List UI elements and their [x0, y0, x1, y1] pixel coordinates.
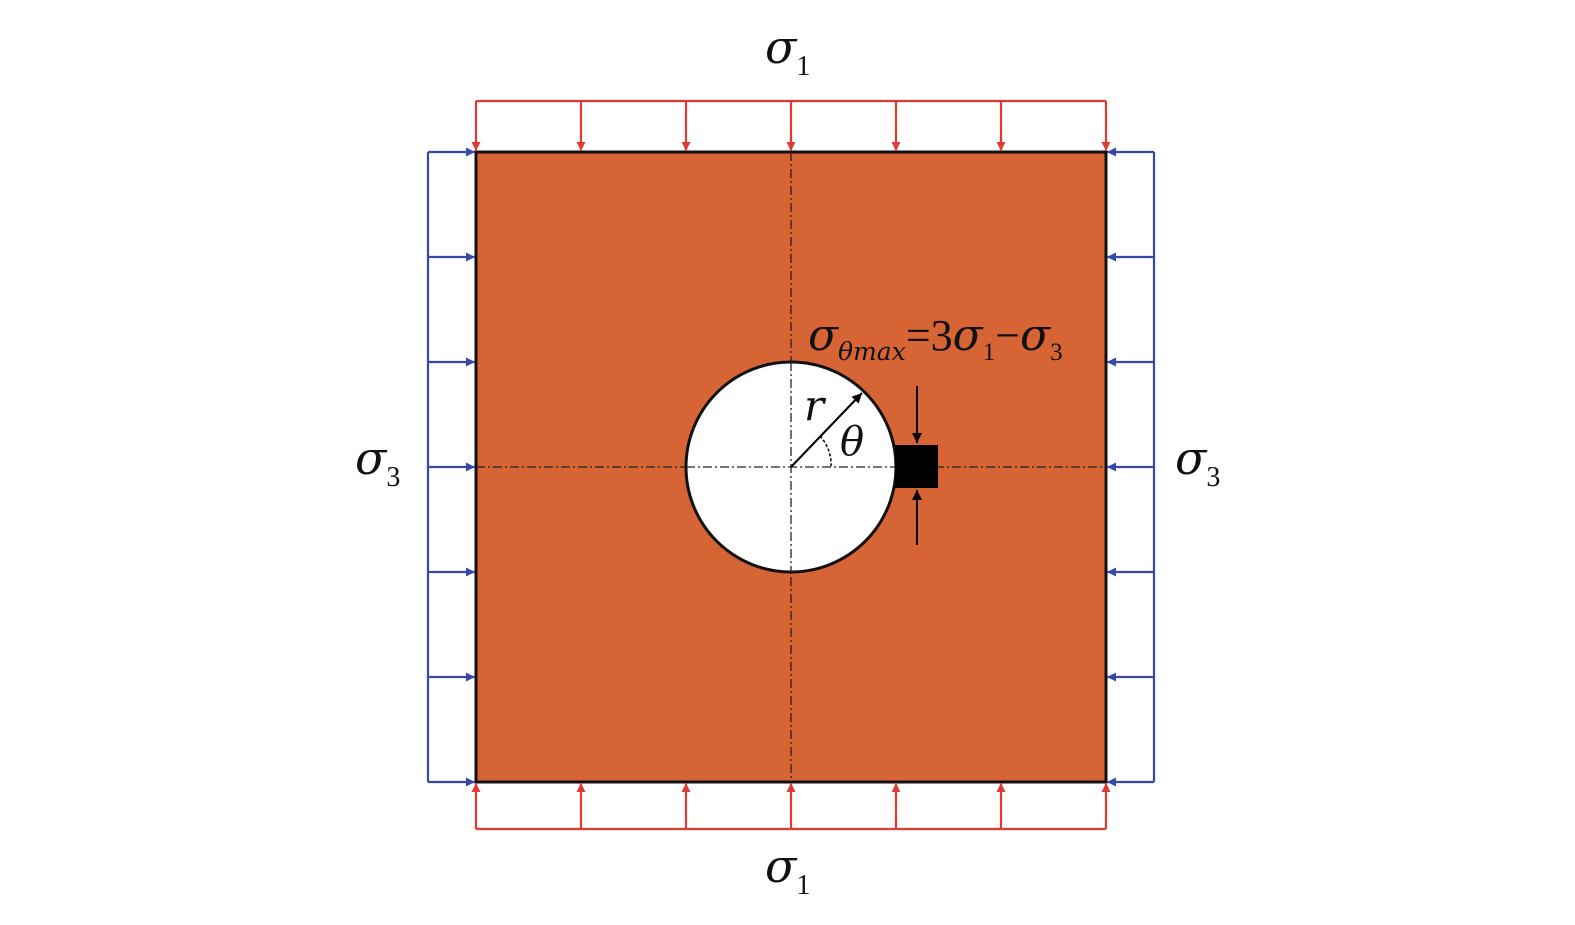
stress-element — [895, 445, 938, 488]
sigma3-left-label: σ3 — [355, 431, 400, 493]
sigma1-bottom-label: σ1 — [765, 839, 810, 901]
sigma1-top-load-arrows — [471, 99, 1111, 151]
angle-arc — [819, 435, 832, 468]
sigma3-right-load-arrows — [1107, 147, 1156, 787]
radius-arrow — [790, 392, 863, 468]
sigma1-bottom-load-arrows — [471, 783, 1111, 831]
sigma3-left-load-arrows — [426, 147, 475, 787]
max-tangential-stress-formula: σθmax=3σ1−σ3 — [808, 310, 1063, 366]
radius-label: r — [804, 381, 827, 430]
angle-label: θ — [840, 419, 864, 465]
sigma3-right-label: σ3 — [1175, 431, 1220, 493]
sigma1-top-label: σ1 — [765, 20, 810, 82]
